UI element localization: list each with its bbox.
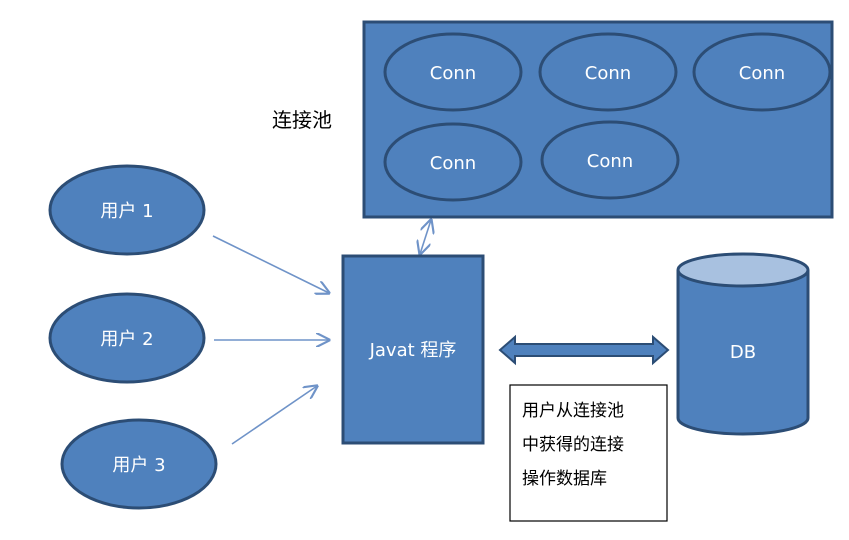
user-2: 用户 2 — [48, 292, 206, 384]
connection-pool: Conn Conn Conn Conn Conn — [362, 20, 834, 219]
arrow-user-3-to-program — [231, 386, 317, 445]
user-1-label: 用户 1 — [100, 201, 153, 222]
connection-4-label: Conn — [430, 153, 476, 174]
connection-3: Conn — [692, 32, 832, 112]
connection-3-label: Conn — [739, 63, 785, 84]
note-line-2: 中获得的连接 — [522, 435, 624, 455]
user-1: 用户 1 — [48, 164, 206, 256]
database: DB — [676, 252, 810, 436]
user-2-label: 用户 2 — [100, 329, 153, 350]
user-3: 用户 3 — [60, 418, 218, 510]
connection-1-label: Conn — [430, 63, 476, 84]
connection-2-label: Conn — [585, 63, 631, 84]
note-box: 用户从连接池 中获得的连接 操作数据库 — [509, 384, 668, 522]
connection-1: Conn — [383, 32, 523, 112]
user-3-label: 用户 3 — [112, 455, 165, 476]
connection-5: Conn — [540, 120, 680, 200]
note-line-3: 操作数据库 — [522, 469, 607, 489]
note-line-1: 用户从连接池 — [522, 401, 624, 421]
database-top — [676, 252, 810, 288]
connection-4: Conn — [383, 122, 523, 202]
connection-pool-label: 连接池 — [272, 108, 332, 132]
java-program-label: Javat 程序 — [369, 340, 457, 361]
arrow-program-pool — [420, 220, 431, 254]
connection-2: Conn — [538, 32, 678, 112]
connection-5-label: Conn — [587, 151, 633, 172]
arrow-user-1-to-program — [212, 235, 329, 293]
arrow-program-db — [498, 334, 670, 366]
java-program: Javat 程序 — [341, 254, 485, 445]
database-label: DB — [730, 342, 756, 363]
